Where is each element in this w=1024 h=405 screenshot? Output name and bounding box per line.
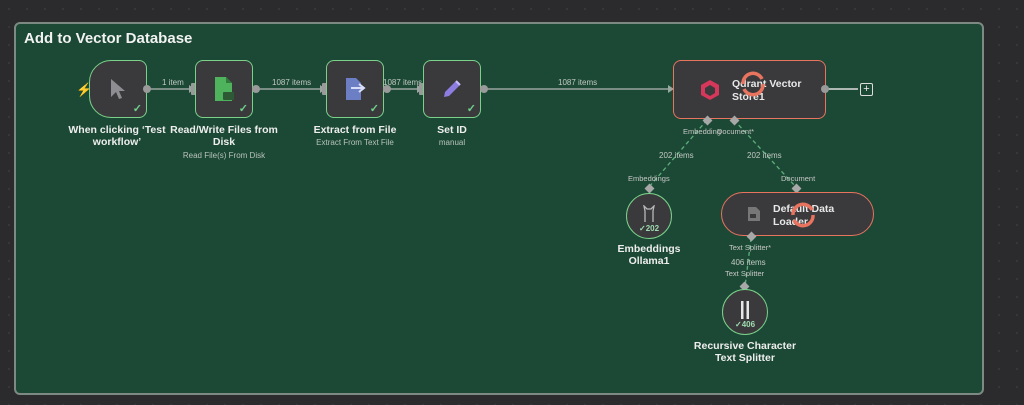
node-label: Embeddings Ollama1 [617,243,681,267]
connector-label: Text Splitter* [729,243,772,252]
check-icon: ✓ [466,103,476,115]
qdrant-icon [701,80,719,100]
node-read-write-files[interactable]: ✓ [195,60,253,118]
edge-label: 1087 items [558,78,598,87]
node-label: When clicking ‘Test workflow’ [68,124,166,148]
execution-count: ✓202 [639,224,660,233]
input-port[interactable] [191,83,196,95]
node-subtitle: Extract From Text File [316,138,394,147]
connector-label: Embedding [683,127,721,136]
check-icon: ✓ [132,103,142,115]
node-default-data-loader[interactable]: Default Data Loader [721,192,874,236]
split-icon [741,301,749,319]
output-port[interactable] [143,85,151,93]
node-subtitle: Read File(s) From Disk [182,151,266,160]
group-title: Add to Vector Database [24,30,193,47]
node-label: Read/Write Files from Disk [170,124,278,148]
edge-label: 202 items [747,151,782,160]
node-embeddings-ollama[interactable]: ✓202 [626,193,672,239]
edge-label: 1087 items [383,78,423,87]
edge-label: 1087 items [272,78,312,87]
edge-label: 1 item [162,78,184,87]
pointer-icon [111,79,125,99]
output-port[interactable] [252,85,260,93]
add-node-button[interactable]: + [860,83,873,96]
connector-label: Document* [717,127,755,136]
edge-label: 406 items [731,258,766,267]
node-qdrant-vector-store[interactable]: Qdrant Vector Store1 [673,60,826,119]
node-label: Recursive Character Text Splitter [693,340,797,364]
node-text-splitter[interactable]: ✓406 [722,289,768,335]
output-port[interactable] [821,85,829,93]
pencil-icon [444,80,461,97]
connector-label: Document [781,174,816,183]
check-icon: ✓ [369,103,379,115]
input-port[interactable] [322,83,327,95]
refresh-icon [741,71,765,97]
input-port[interactable] [419,83,424,95]
refresh-icon [791,202,815,228]
check-icon: ✓ [238,103,248,115]
node-subtitle: manual [438,138,466,147]
connector-label: Embeddings [628,174,670,183]
node-set-id[interactable]: ✓ [423,60,481,118]
document-icon [748,207,760,221]
connector-label: Text Splitter [725,269,765,278]
node-label: Extract from File [313,124,397,136]
edge-label: 202 items [659,151,694,160]
output-port[interactable] [383,85,391,93]
node-manual-trigger[interactable]: ✓ [89,60,147,118]
llama-icon [643,205,655,222]
output-port[interactable] [480,85,488,93]
node-label: Set ID [437,124,467,136]
file-icon [215,77,234,101]
execution-count: ✓406 [735,320,756,329]
lightning-icon: ⚡ [76,82,93,97]
node-extract-from-file[interactable]: ✓ [326,60,384,118]
file-export-icon [346,78,366,100]
